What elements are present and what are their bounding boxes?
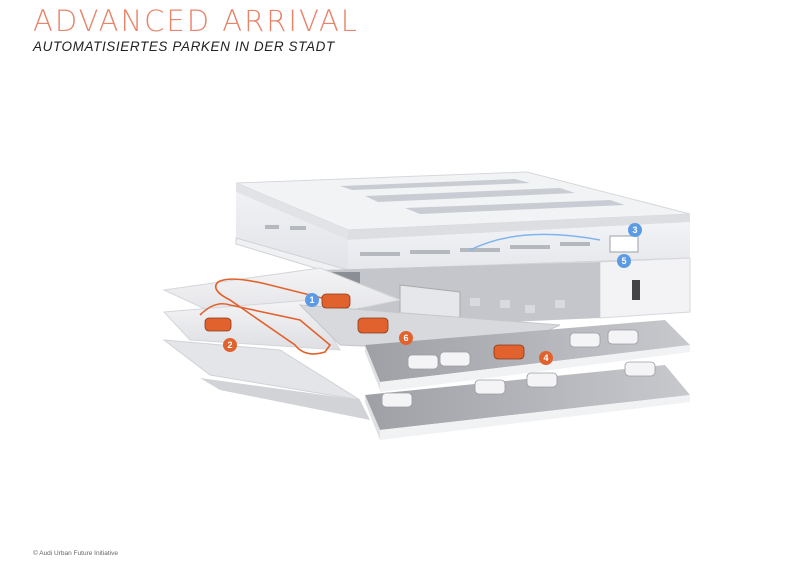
service-block [599, 257, 691, 319]
svg-text:4: 4 [543, 353, 548, 363]
svg-text:6: 6 [403, 333, 408, 343]
svg-text:1: 1 [309, 295, 314, 305]
parked-cars [381, 329, 656, 408]
vehicle-route-path [199, 278, 332, 355]
svg-text:5: 5 [621, 256, 626, 266]
parking-deck-lower [365, 365, 690, 440]
ramp-decks [162, 267, 402, 420]
page-title: ADVANCED ARRIVAL [33, 4, 359, 38]
orange-cars [204, 293, 525, 360]
svg-text:2: 2 [227, 340, 232, 350]
marker-2: 2 [223, 338, 237, 352]
roof [235, 171, 691, 240]
svg-text:3: 3 [632, 225, 637, 235]
marker-1: 1 [305, 293, 319, 307]
marker-4: 4 [539, 351, 553, 365]
marker-5: 5 [617, 254, 631, 268]
copyright-notice: © Audi Urban Future Initiative [33, 550, 118, 557]
marker-3: 3 [628, 223, 642, 237]
marker-6: 6 [399, 331, 413, 345]
page-subtitle: AUTOMATISIERTES PARKEN IN DER STADT [33, 39, 335, 54]
